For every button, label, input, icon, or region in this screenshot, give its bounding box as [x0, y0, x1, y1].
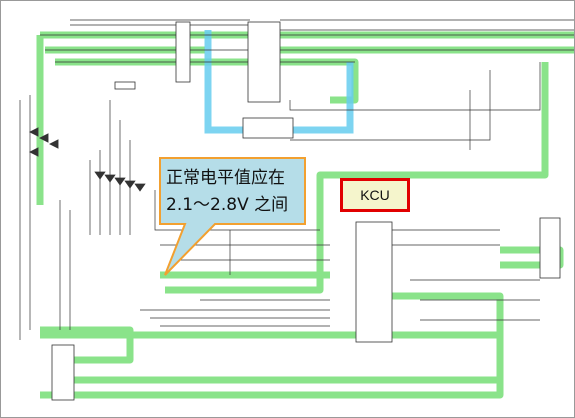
voltage-note: 正常电平值应在 2.1～2.8V 之间	[166, 165, 306, 219]
module-lower-center	[242, 117, 294, 139]
green-wire-bottom-left	[40, 326, 134, 364]
green-wire-right-vertical	[165, 62, 549, 294]
diode-array	[94, 171, 146, 192]
voltage-note-line2: 2.1～2.8V 之间	[166, 195, 289, 215]
connector-right	[539, 217, 561, 279]
voltage-note-line1: 正常电平值应在	[166, 168, 285, 188]
kcu-controller-block	[355, 221, 393, 343]
callout-bubble	[159, 157, 306, 276]
connector-left-upper	[175, 21, 191, 83]
green-wire-bottom-bus	[40, 331, 504, 399]
connector-pins-left	[28, 127, 59, 157]
resistor	[114, 81, 136, 90]
relay-module-top	[247, 21, 281, 103]
components	[51, 21, 561, 401]
kcu-label: KCU	[360, 187, 390, 203]
wires	[19, 19, 575, 340]
green-wire-lower-right	[365, 292, 504, 360]
connector-bottom-left	[51, 344, 75, 401]
kcu-label-box: KCU	[340, 178, 410, 212]
